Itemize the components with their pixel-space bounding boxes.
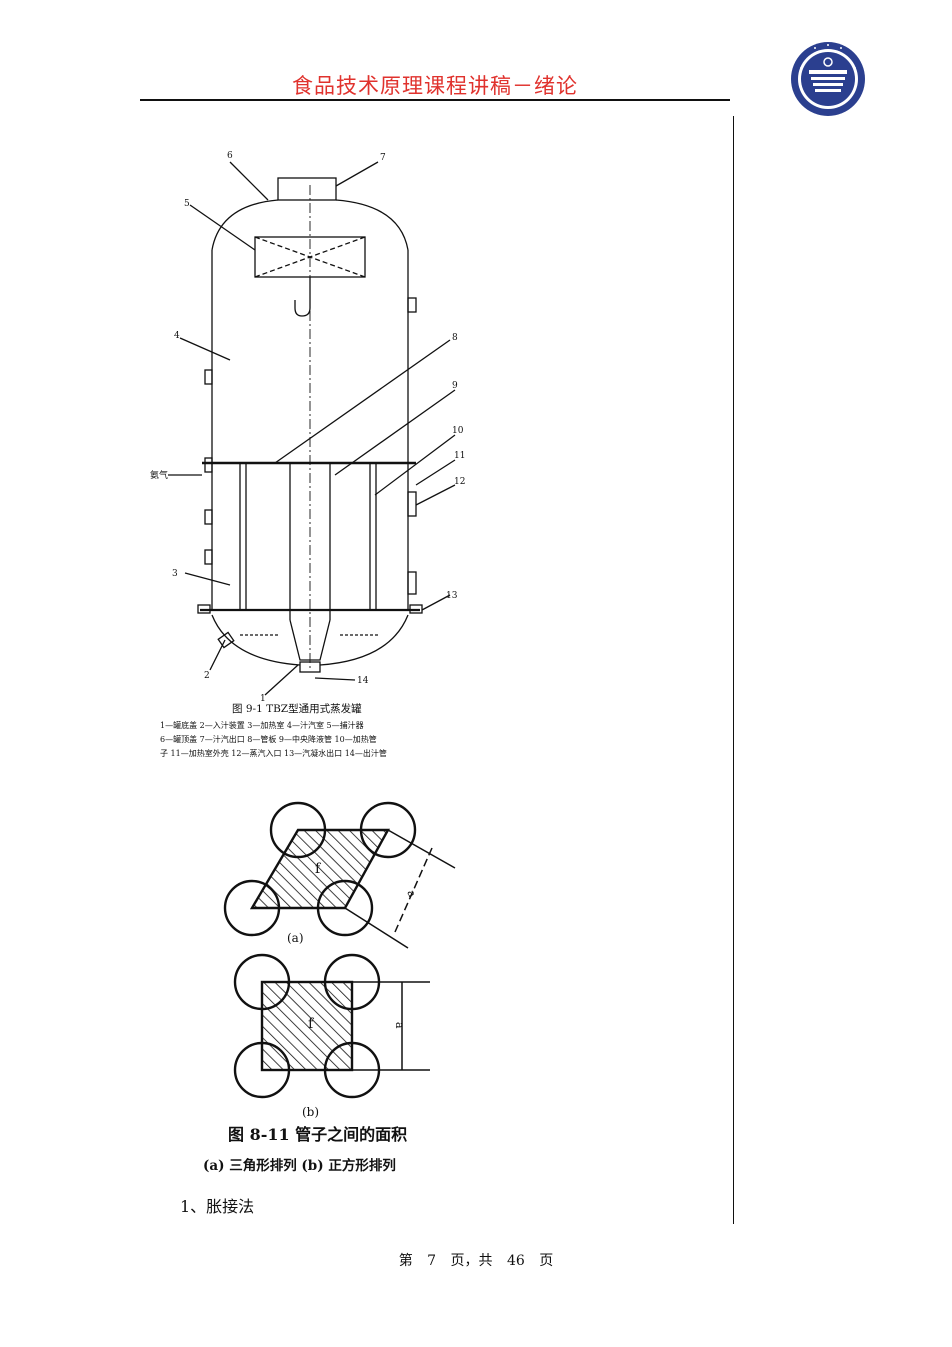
footer-suffix: 页 <box>539 1253 554 1269</box>
evaporator-diagram: 6 7 5 4 8 9 10 11 12 13 3 2 1 14 氨气 图 9-… <box>150 151 465 758</box>
figure1-caption: 图 9-1 TBZ型通用式蒸发罐 <box>232 702 362 715</box>
figure2-caption: 图 8-11 管子之间的面积 <box>228 1125 407 1144</box>
figure1-legend-line-2: 6—罐顶盖 7—汁汽出口 8—管板 9—中央降液管 10—加热管 <box>160 734 377 744</box>
figure1-legend-line-1: 1—罐底盖 2—入汁装置 3—加热室 4—汁汽室 5—捕汁器 <box>160 720 364 730</box>
header-rule <box>140 99 730 101</box>
pitch-label-b: a <box>393 1022 406 1029</box>
part-label-3: 3 <box>172 569 178 579</box>
area-label-b: f <box>308 1016 315 1032</box>
page-footer: 第 7 页，共 46 页 <box>0 1250 952 1270</box>
subfigure-a-label: (a) <box>287 931 304 945</box>
part-label-9: 9 <box>452 381 458 391</box>
figure1-legend-line-3: 子 11—加热室外壳 12—蒸汽入口 13—汽凝水出口 14—出汁管 <box>160 748 387 758</box>
page-header-title: 食品技术原理课程讲稿－绪论 <box>292 74 578 98</box>
part-label-14: 14 <box>357 676 369 686</box>
part-label-8: 8 <box>452 333 458 343</box>
body-paragraph: 1、胀接法 <box>180 1197 255 1216</box>
figure2-subcaption: (a) 三角形排列 (b) 正方形排列 <box>203 1157 396 1174</box>
part-label-4: 4 <box>174 331 180 341</box>
footer-prefix: 第 <box>398 1253 413 1269</box>
part-label-2: 2 <box>204 671 210 681</box>
footer-total-pages: 46 <box>507 1253 525 1269</box>
part-label-13: 13 <box>446 591 458 601</box>
area-label-a: f <box>315 861 322 877</box>
footer-page-number: 7 <box>427 1253 437 1269</box>
right-margin-rule <box>733 116 734 1224</box>
part-label-6: 6 <box>227 151 233 161</box>
part-label-1: 1 <box>260 694 266 704</box>
tube-arrangement-diagram: a f (a) a f (b) 图 8-11 管子之间的面积 (a) 三角形排列… <box>203 801 456 1174</box>
part-label-5: 5 <box>184 199 190 209</box>
subfigure-b-label: (b) <box>302 1105 319 1119</box>
part-label-7: 7 <box>380 153 386 163</box>
part-label-11: 11 <box>454 451 465 461</box>
part-label-12: 12 <box>454 477 465 487</box>
university-logo <box>791 42 865 116</box>
footer-mid: 页，共 <box>450 1253 493 1269</box>
side-label: 氨气 <box>150 469 168 481</box>
part-label-10: 10 <box>452 426 464 436</box>
pitch-label-a: a <box>404 888 419 900</box>
